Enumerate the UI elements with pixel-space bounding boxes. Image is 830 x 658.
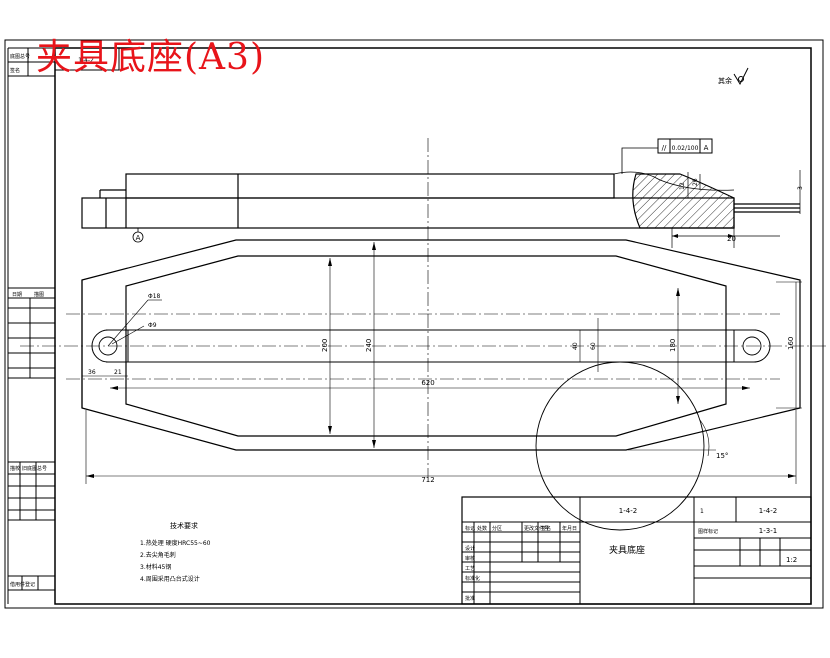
title-scale: 1:2 — [786, 556, 797, 564]
title-grid-label: 签名 — [541, 525, 551, 532]
detail-circle — [535, 361, 705, 531]
tech-req-title: 技术要求 — [170, 521, 198, 530]
left-label: 描图 — [34, 291, 44, 298]
dim-small-1: 40 — [572, 342, 579, 350]
section-detail: 20 12 26 3 — [613, 170, 804, 248]
dim-center-width: 200 — [321, 339, 329, 352]
tolerance-datum: A — [704, 144, 709, 152]
roughness-note: 其余 — [718, 67, 749, 86]
dim-right-width: 160 — [787, 337, 795, 350]
title-sheet-code: 1-4-2 — [759, 507, 777, 515]
datum-letter: A — [136, 234, 141, 242]
corner-code: 1-4-2 — [78, 57, 94, 64]
tech-req-item: 4.周围采用凸台式设计 — [140, 575, 200, 583]
left-label: 旧底图总号 — [22, 465, 47, 472]
title-grid-label: 年月日 — [562, 525, 577, 532]
roughness-symbol — [733, 67, 749, 86]
tech-req-item: 2.去尖角毛刺 — [140, 551, 176, 559]
dim-edge-2: 21 — [114, 369, 122, 376]
title-grid-label: 更改文件号 — [524, 525, 549, 532]
roughness-circle — [738, 76, 744, 82]
roughness-label: 其余 — [718, 76, 732, 85]
left-label: 描校 — [10, 465, 20, 472]
dim-overall-length: 712 — [421, 476, 434, 484]
title-grid-label: 审核 — [465, 555, 475, 562]
left-column: 底图总号 签名 日期 描图 描校 旧底图总号 借用件登记 — [7, 47, 55, 604]
title-grid-label: 批准 — [465, 595, 475, 602]
outer-border — [4, 39, 824, 609]
dim-angle: 15° — [716, 452, 728, 460]
title-grid-label: 处数 — [477, 525, 487, 532]
left-label: 底图总号 — [10, 53, 30, 60]
title-grid-label: 工艺 — [465, 566, 475, 572]
title-grid-label: 设计 — [465, 545, 475, 552]
dim-small-2: 60 — [590, 342, 597, 350]
title-part-name: 夹具底座 — [609, 544, 645, 556]
centerlines — [20, 138, 828, 478]
dim-right-height: 180 — [669, 339, 677, 352]
title-qty: 1 — [700, 508, 704, 515]
left-label: 日期 — [12, 292, 22, 298]
dim-section-h2: 26 — [692, 178, 699, 186]
dim-section-h3: 3 — [797, 186, 804, 190]
title-material-label: 图样标记 — [698, 528, 718, 535]
dimensions: 712 620 200 240 180 160 40 60 Φ18 Φ9 36 … — [82, 242, 802, 484]
dim-outer-width: 240 — [365, 339, 373, 352]
title-grid-label: 分区 — [492, 525, 502, 532]
left-label: 签名 — [10, 67, 20, 74]
tolerance-symbol: // — [662, 144, 667, 152]
tolerance-value: 0.02/100 — [672, 145, 699, 152]
corner-code-box — [54, 47, 120, 71]
title-part-code: 1-4-2 — [619, 507, 637, 515]
dim-hole-dia-2: Φ9 — [148, 322, 157, 329]
tech-requirements: 技术要求 1.热处理 硬度HRC55~60 2.去尖角毛刺 3.材料45钢 4.… — [140, 521, 211, 583]
tech-req-item: 1.热处理 硬度HRC55~60 — [140, 539, 211, 547]
title-grid-label: 标记 — [465, 525, 475, 532]
tolerance-frame: // 0.02/100 A — [621, 138, 713, 174]
datum-marker: A — [132, 228, 144, 243]
drawing-title-banner: 夹具底座(A3) — [36, 37, 265, 78]
dim-hole-dia-1: Φ18 — [148, 293, 161, 300]
tech-req-item: 3.材料45钢 — [140, 563, 171, 571]
top-view — [81, 239, 801, 451]
dim-section-h1: 12 — [679, 182, 686, 190]
title-drawing-no: 1-3-1 — [759, 527, 777, 535]
dim-section-w: 20 — [727, 235, 736, 243]
title-grid-label: 标准化 — [465, 575, 480, 582]
dim-hole-span: 620 — [421, 379, 434, 387]
inner-frame — [54, 47, 812, 605]
title-block: 1-4-2 夹具底座 1 1-4-2 图样标记 1-3-1 1:2 标记 处数 … — [461, 496, 812, 605]
dim-edge-1: 36 — [88, 369, 96, 376]
left-label: 借用件登记 — [10, 581, 35, 588]
